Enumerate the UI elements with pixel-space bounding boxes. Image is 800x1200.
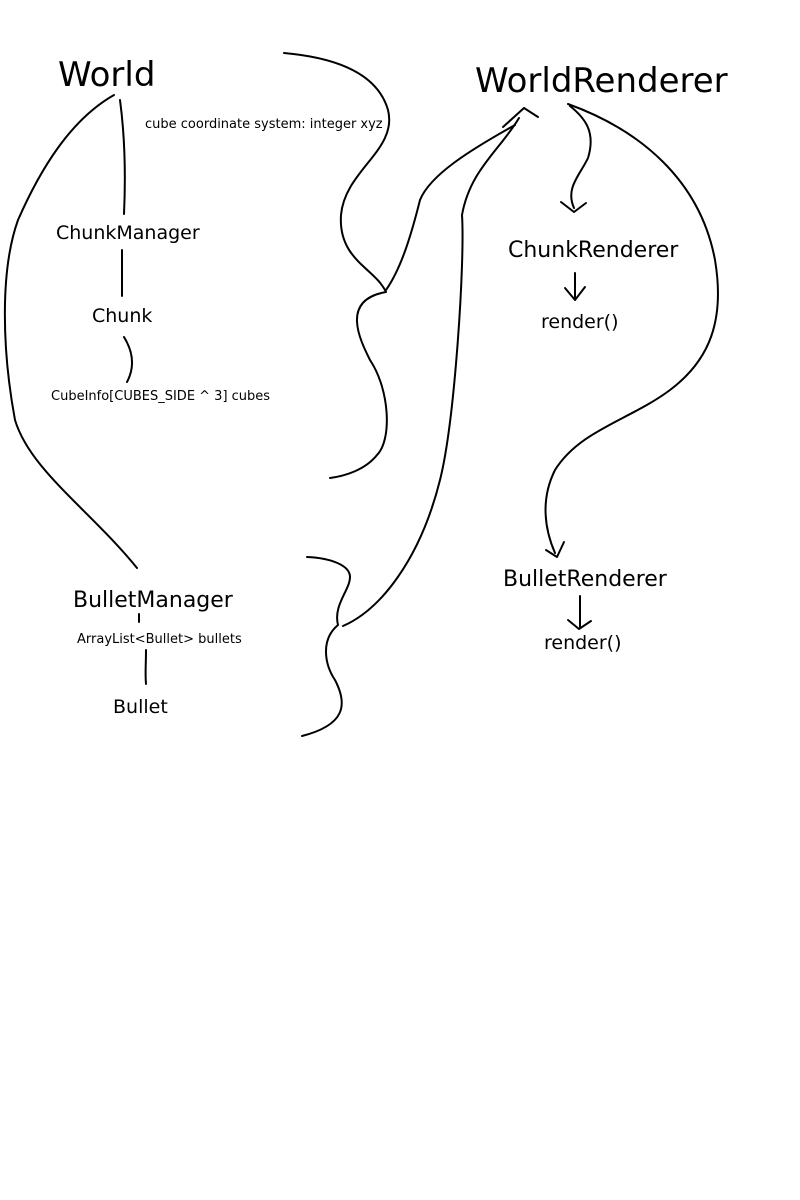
chunk-render-arrowhead (564, 286, 586, 301)
worldrenderer-arrowhead-left (502, 107, 539, 128)
chunk-node: Chunk (92, 305, 153, 327)
chunkrenderer-arrowhead (560, 201, 587, 213)
bullet-node: Bullet (113, 696, 168, 718)
world-to-bulletmanager-line (3, 94, 138, 569)
cube-coordinate-note: cube coordinate system: integer xyz (145, 117, 383, 132)
chunkmanager-node: ChunkManager (56, 222, 200, 244)
bullet-render-arrowhead (567, 619, 592, 630)
bulletrenderer-arrowhead (545, 541, 565, 558)
worldrenderer-node: WorldRenderer (475, 61, 728, 101)
bullet-list-node: ArrayList<Bullet> bullets (77, 632, 242, 647)
cubeinfo-node: CubeInfo[CUBES_SIDE ^ 3] cubes (51, 389, 271, 404)
bulletmanager-node: BulletManager (73, 588, 233, 613)
world-node: World (58, 55, 156, 95)
bullet-render-node: render() (544, 632, 622, 654)
worldrenderer-to-bulletrenderer-arrow (544, 103, 719, 554)
bulletrenderer-node: BulletRenderer (503, 567, 667, 592)
bullets-to-worldrenderer-connector (342, 117, 520, 627)
chunkrenderer-node: ChunkRenderer (508, 238, 679, 263)
world-to-chunkmanager-line (119, 99, 126, 215)
worldrenderer-to-chunkrenderer-arrow (569, 105, 592, 209)
world-to-worldrenderer-connector (385, 124, 516, 291)
chunk-render-node: render() (541, 311, 619, 333)
world-group-brace (283, 52, 391, 479)
chunk-to-cubeinfo-line (123, 336, 134, 383)
bullet-group-brace (301, 556, 351, 737)
